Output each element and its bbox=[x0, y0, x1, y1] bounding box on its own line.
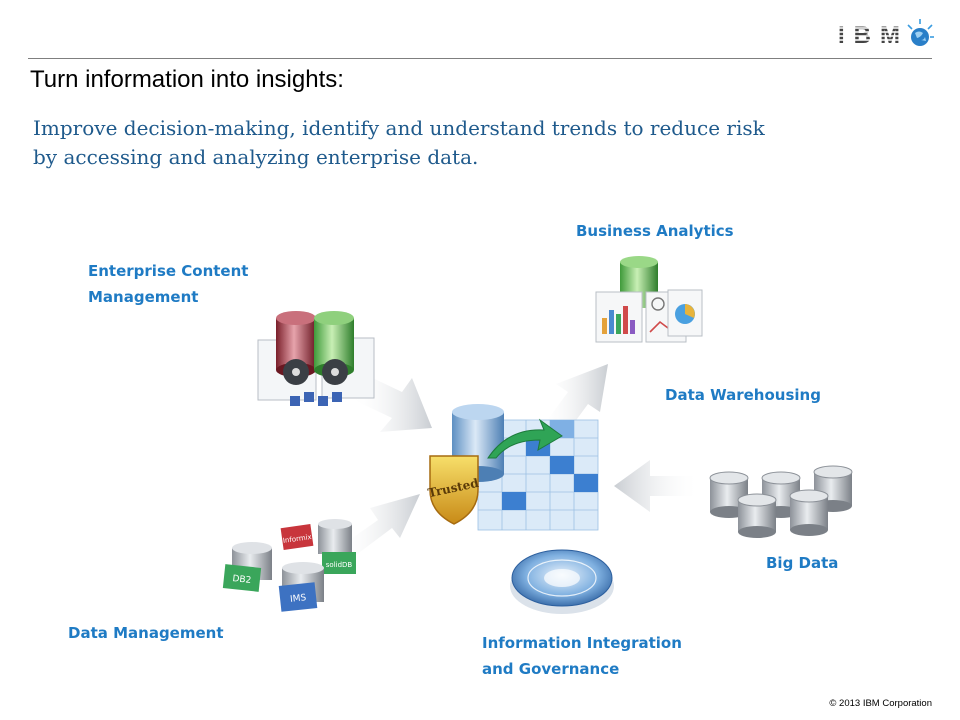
informix-label: Informix bbox=[282, 533, 312, 545]
arrow-dm-to-center bbox=[338, 494, 420, 558]
arrow-bigdata-to-center bbox=[614, 460, 700, 512]
soliddb-label: solidDB bbox=[326, 561, 353, 569]
label-enterprise-content-management: Enterprise Content Management bbox=[88, 262, 249, 306]
label-business-analytics: Business Analytics bbox=[576, 222, 734, 240]
copyright-text: © 2013 IBM Corporation bbox=[829, 698, 932, 709]
data-management-icon: Informix solidDB DB2 IMS bbox=[222, 519, 356, 612]
ims-label: IMS bbox=[290, 593, 307, 605]
integration-governance-icon bbox=[510, 549, 614, 614]
ibm-logo: IBM bbox=[836, 19, 934, 49]
label-data-warehousing: Data Warehousing bbox=[665, 386, 821, 404]
business-analytics-icon bbox=[595, 256, 703, 343]
globe-icon bbox=[911, 28, 929, 46]
label-information-integration-governance: Information Integration and Governance bbox=[482, 634, 682, 678]
db2-label: DB2 bbox=[232, 574, 252, 586]
enterprise-content-icon bbox=[257, 311, 375, 406]
page-subtitle: Improve decision-making, identify and un… bbox=[33, 116, 765, 169]
header-divider bbox=[28, 58, 932, 59]
data-warehouse-icon: Trusted bbox=[427, 404, 599, 531]
big-data-icon bbox=[709, 465, 853, 538]
label-big-data: Big Data bbox=[766, 554, 839, 572]
page-title: Turn information into insights: bbox=[30, 66, 344, 93]
label-data-management: Data Management bbox=[68, 624, 224, 642]
